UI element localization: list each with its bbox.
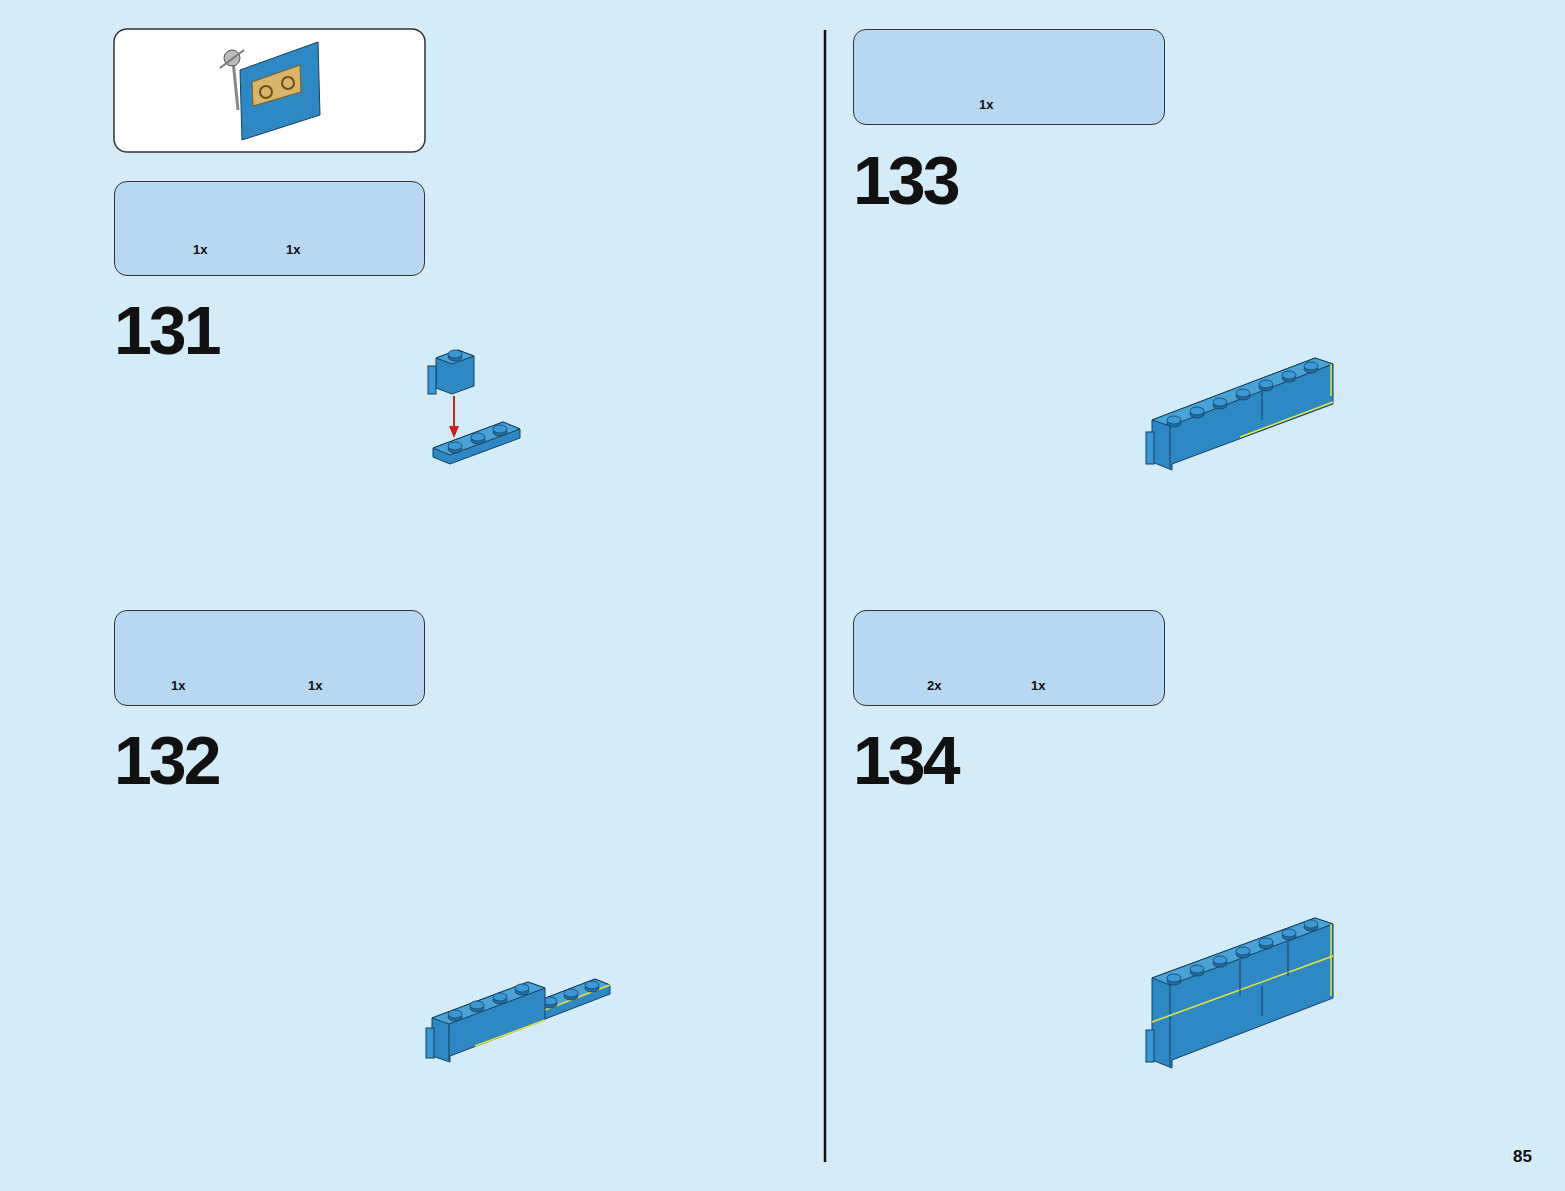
part-icons [170,46,1094,674]
part-quantity: 1x [171,679,185,692]
part-quantity: 2x [927,679,941,692]
part-quantity: 1x [308,679,322,692]
part-quantity: 1x [286,243,300,256]
step-133-build [1146,358,1333,470]
step-number: 132 [114,726,218,794]
step-134-build [1146,918,1333,1068]
page-number: 85 [1513,1148,1532,1165]
step-number: 133 [853,146,957,214]
sub-build-preview [220,42,320,140]
parts-callout: 1x 1x [114,181,425,276]
step-131-build [428,350,520,464]
step-number: 134 [853,726,957,794]
step-132-build [426,979,610,1062]
parts-callout: 2x 1x [853,610,1165,706]
parts-callout: 1x 1x [114,610,425,706]
part-quantity: 1x [1031,679,1045,692]
parts-callout: 1x [853,29,1165,125]
part-quantity: 1x [193,243,207,256]
part-quantity: 1x [979,98,993,111]
step-number: 131 [114,296,218,364]
